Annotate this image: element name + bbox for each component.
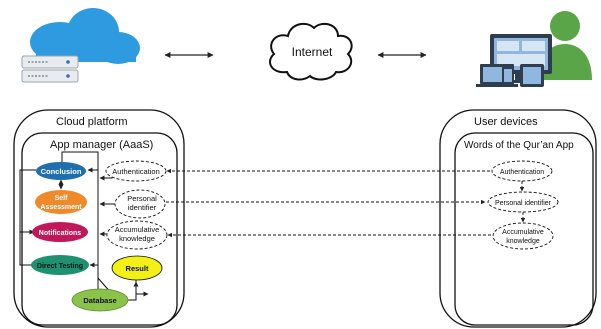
conclusion-label: Conclusion	[41, 167, 82, 176]
personal-identifier-cloud-label-2: identifier	[128, 203, 157, 212]
node-personal-identifier-cloud: Personal identifier	[114, 189, 166, 219]
cross-links	[166, 168, 492, 238]
qurans-app-label: Words of the Qur’an App	[464, 140, 574, 151]
direct-testing-label: Direct Testing	[37, 263, 83, 270]
internet-label: Internet	[292, 45, 333, 59]
user-devices-title: User devices	[474, 116, 538, 128]
database-label: Database	[83, 296, 116, 305]
device-flow-arrows	[519, 181, 526, 223]
node-self-assessment: Self Assessment	[35, 190, 87, 214]
user-devices-icon	[476, 11, 592, 87]
node-personal-identifier-device: Personal identifier	[487, 191, 559, 213]
cloud-platform-box	[13, 109, 185, 328]
node-direct-testing: Direct Testing	[31, 255, 89, 275]
node-authentication-cloud: Authentication	[105, 160, 167, 182]
node-result: Result	[111, 255, 163, 281]
notifications-label: Notifications	[39, 230, 81, 237]
self-assessment-label-1: Self	[55, 195, 69, 202]
node-accumulative-knowledge-cloud: Accumulative knowledge	[106, 220, 168, 250]
app-manager-box	[21, 132, 178, 326]
internet-cloud-icon: Internet	[269, 22, 353, 81]
node-conclusion: Conclusion	[36, 162, 86, 180]
cloud-platform-title: Cloud platform	[56, 116, 128, 128]
node-accumulative-knowledge-device: Accumulative knowledge	[492, 222, 554, 250]
accumulative-knowledge-cloud-label-1: Accumulative	[115, 225, 160, 234]
user-devices-box	[439, 109, 597, 328]
server-cloud-icon	[21, 8, 140, 83]
accumulative-knowledge-cloud-label-2: knowledge	[119, 234, 155, 243]
accumulative-knowledge-device-label-2: knowledge	[506, 238, 540, 245]
result-label: Result	[126, 264, 149, 273]
node-notifications: Notifications	[32, 222, 88, 242]
personal-identifier-cloud-label-1: Personal	[127, 194, 157, 203]
self-assessment-label-2: Assessment	[40, 204, 82, 211]
authentication-device-label: Authentication	[500, 169, 544, 176]
node-database: Database	[71, 288, 129, 312]
personal-identifier-device-label: Personal identifier	[495, 200, 552, 207]
node-authentication-device: Authentication	[491, 160, 553, 182]
app-manager-label: App manager (AaaS)	[50, 139, 153, 151]
authentication-cloud-label: Authentication	[112, 167, 160, 176]
qurans-app-box	[454, 132, 594, 326]
accumulative-knowledge-device-label-1: Accumulative	[502, 229, 544, 236]
